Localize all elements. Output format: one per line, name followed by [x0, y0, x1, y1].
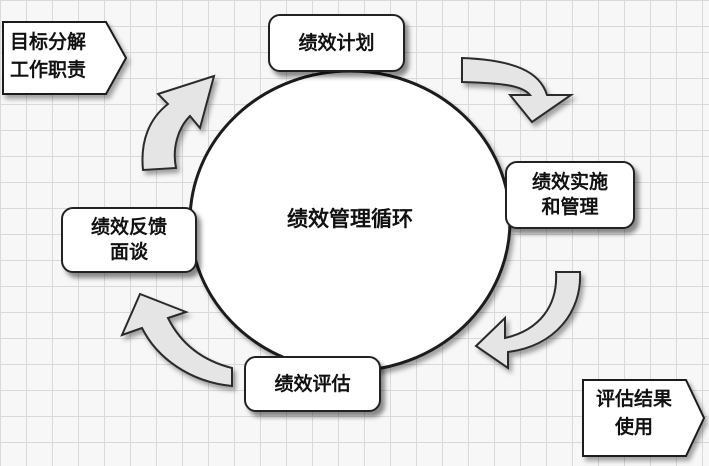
- node-feedback: 绩效反馈 面谈: [61, 207, 197, 273]
- arrow-feedback-to-plan: [141, 74, 216, 172]
- node-implement: 绩效实施 和管理: [505, 161, 635, 229]
- tag-result-text: 评估结果 使用: [595, 388, 672, 438]
- node-plan: 绩效计划: [268, 14, 405, 72]
- tag-goal-text: 目标分解 工作职责: [10, 31, 87, 81]
- tag-goal-shape: [2, 21, 128, 95]
- tag-result-shape: [582, 379, 706, 457]
- arrow-evaluate-to-feedback: [120, 292, 233, 388]
- arrow-implement-to-evaluate: [474, 271, 582, 370]
- node-evaluate: 绩效评估: [244, 356, 381, 412]
- cycle-title: 绩效管理循环: [287, 207, 413, 231]
- arrow-plan-to-implement: [461, 56, 575, 124]
